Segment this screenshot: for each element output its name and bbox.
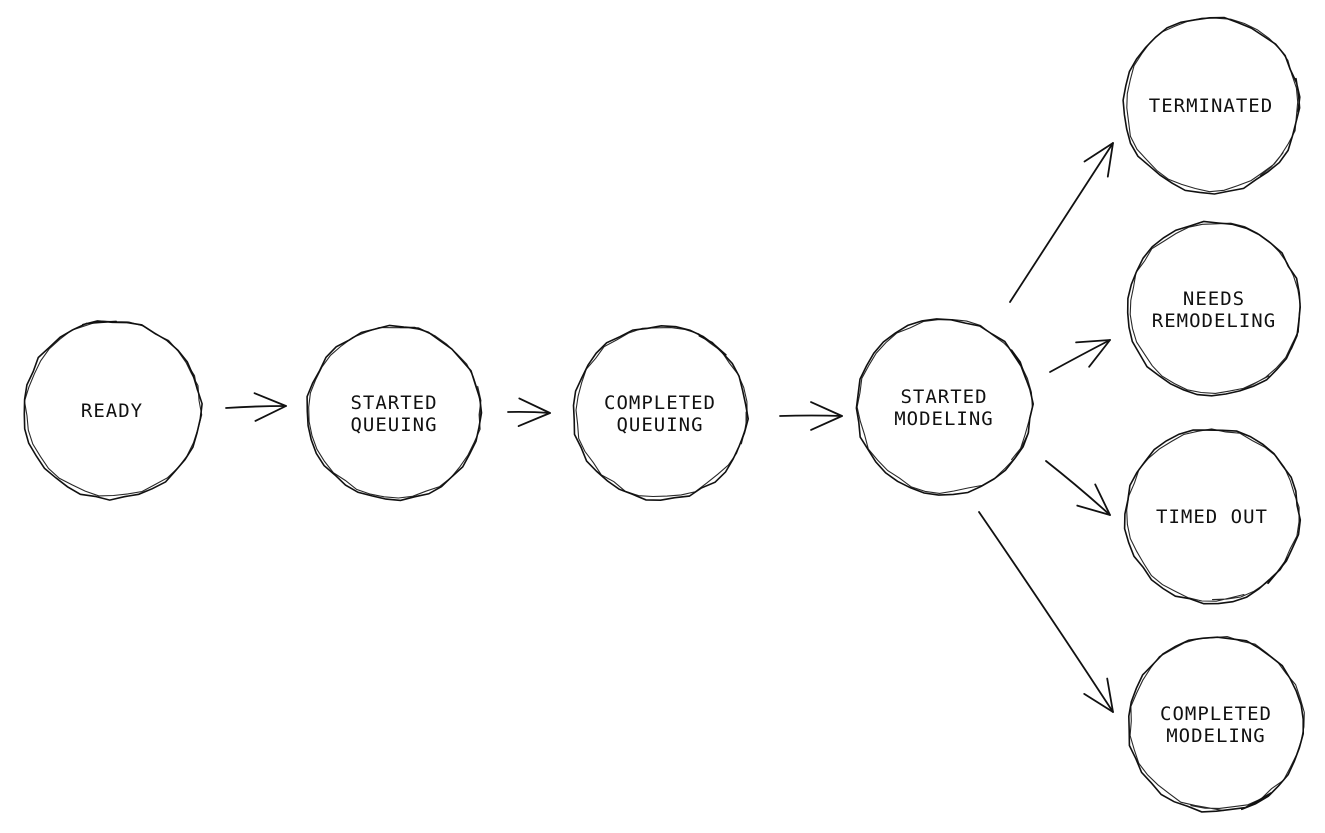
arrow-head [253,392,287,422]
arrow-head [1083,142,1114,178]
node-circle-outline [1129,222,1301,394]
state-node-terminated: TERMINATED [1122,16,1301,195]
node-label: REMODELING [1152,310,1276,332]
node-circle-outline [23,320,203,497]
state-node-ready: READY [23,320,203,501]
transition-arrow-completed-queuing-to-started-modeling [779,401,843,431]
edges-layer [225,142,1114,713]
node-circle-outline [856,319,1033,494]
transition-arrow-started-modeling-to-terminated [1009,142,1114,303]
arrow-shaft [978,511,1114,713]
node-label: STARTED [900,386,987,408]
arrow-head [1075,339,1111,368]
node-label: TERMINATED [1149,95,1273,117]
node-circle-outline [308,326,482,499]
node-label: MODELING [894,408,994,430]
arrow-shaft [225,405,287,409]
node-label: NEEDS [1183,288,1245,310]
node-circle [1122,16,1301,195]
node-label: STARTED [350,392,437,414]
transition-arrow-started-queuing-to-completed-queuing [507,397,551,427]
arrow-head [1083,677,1114,713]
node-circle-outline [1129,636,1305,812]
arrow-shaft [779,414,843,417]
transition-arrow-started-modeling-to-completed-modeling [978,511,1114,713]
arrow-shaft [1009,142,1114,303]
state-node-timed-out: TIMED OUT [1123,428,1302,605]
node-label: QUEUING [350,414,437,436]
node-circle-outline [575,327,748,498]
node-circle-outline [1126,17,1299,193]
arrow-shaft [507,410,551,414]
node-label: COMPLETED [604,392,716,414]
transition-arrow-ready-to-started-queuing [225,392,287,422]
arrow-head [810,401,843,431]
node-label: QUEUING [616,414,703,436]
node-label: COMPLETED [1160,703,1272,725]
node-circle-outline [1126,428,1300,602]
transition-arrow-started-modeling-to-timed-out [1045,460,1111,516]
arrow-head [517,397,551,427]
node-label: TIMED OUT [1156,506,1268,528]
arrow-head [1076,483,1111,516]
transition-arrow-started-modeling-to-needs-remodeling [1049,339,1111,373]
node-label: MODELING [1166,725,1266,747]
arrow-shaft [1045,460,1111,516]
node-label: READY [81,400,143,422]
arrow-shaft [1049,339,1111,373]
node-circle [1123,429,1302,605]
